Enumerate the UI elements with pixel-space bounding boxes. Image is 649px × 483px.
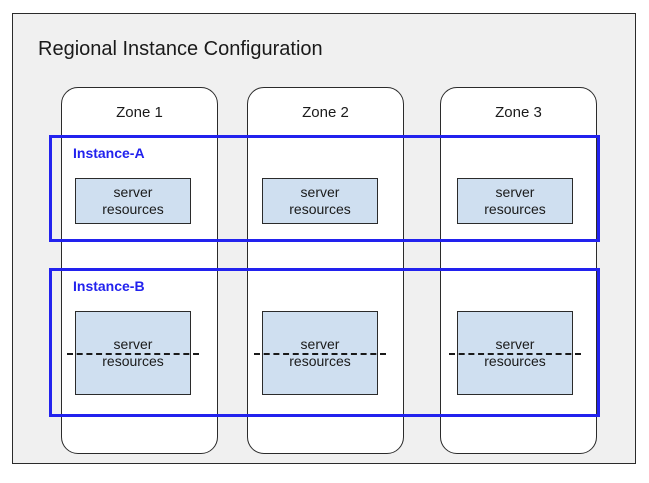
zone-column-3[interactable]: Zone 3 <box>440 87 597 454</box>
zone-column-1[interactable]: Zone 1 <box>61 87 218 454</box>
server-resources-line1: server <box>495 184 535 200</box>
server-resources-line2: resources <box>102 201 164 217</box>
server-resources-line1: server <box>300 336 340 352</box>
resource-split-divider <box>67 353 199 355</box>
page-title: Regional Instance Configuration <box>38 38 323 60</box>
server-resources-line2: resources <box>484 353 546 369</box>
server-resources-box[interactable]: server resources <box>75 178 191 224</box>
server-resources-line1: server <box>113 184 153 200</box>
zone-label-3: Zone 3 <box>495 104 542 121</box>
resource-split-divider <box>254 353 386 355</box>
region-panel: Regional Instance Configuration Zone 1 Z… <box>12 13 636 464</box>
zone-label-2: Zone 2 <box>302 104 349 121</box>
server-resources-line2: resources <box>289 201 351 217</box>
server-resources-box[interactable]: server resources <box>457 178 573 224</box>
zone-column-2[interactable]: Zone 2 <box>247 87 404 454</box>
server-resources-line2: resources <box>102 353 164 369</box>
server-resources-line2: resources <box>289 353 351 369</box>
server-resources-line1: server <box>495 336 535 352</box>
zone-label-1: Zone 1 <box>116 104 163 121</box>
resource-split-divider <box>449 353 581 355</box>
server-resources-line1: server <box>300 184 340 200</box>
server-resources-line1: server <box>113 336 153 352</box>
server-resources-line2: resources <box>484 201 546 217</box>
server-resources-box[interactable]: server resources <box>262 178 378 224</box>
